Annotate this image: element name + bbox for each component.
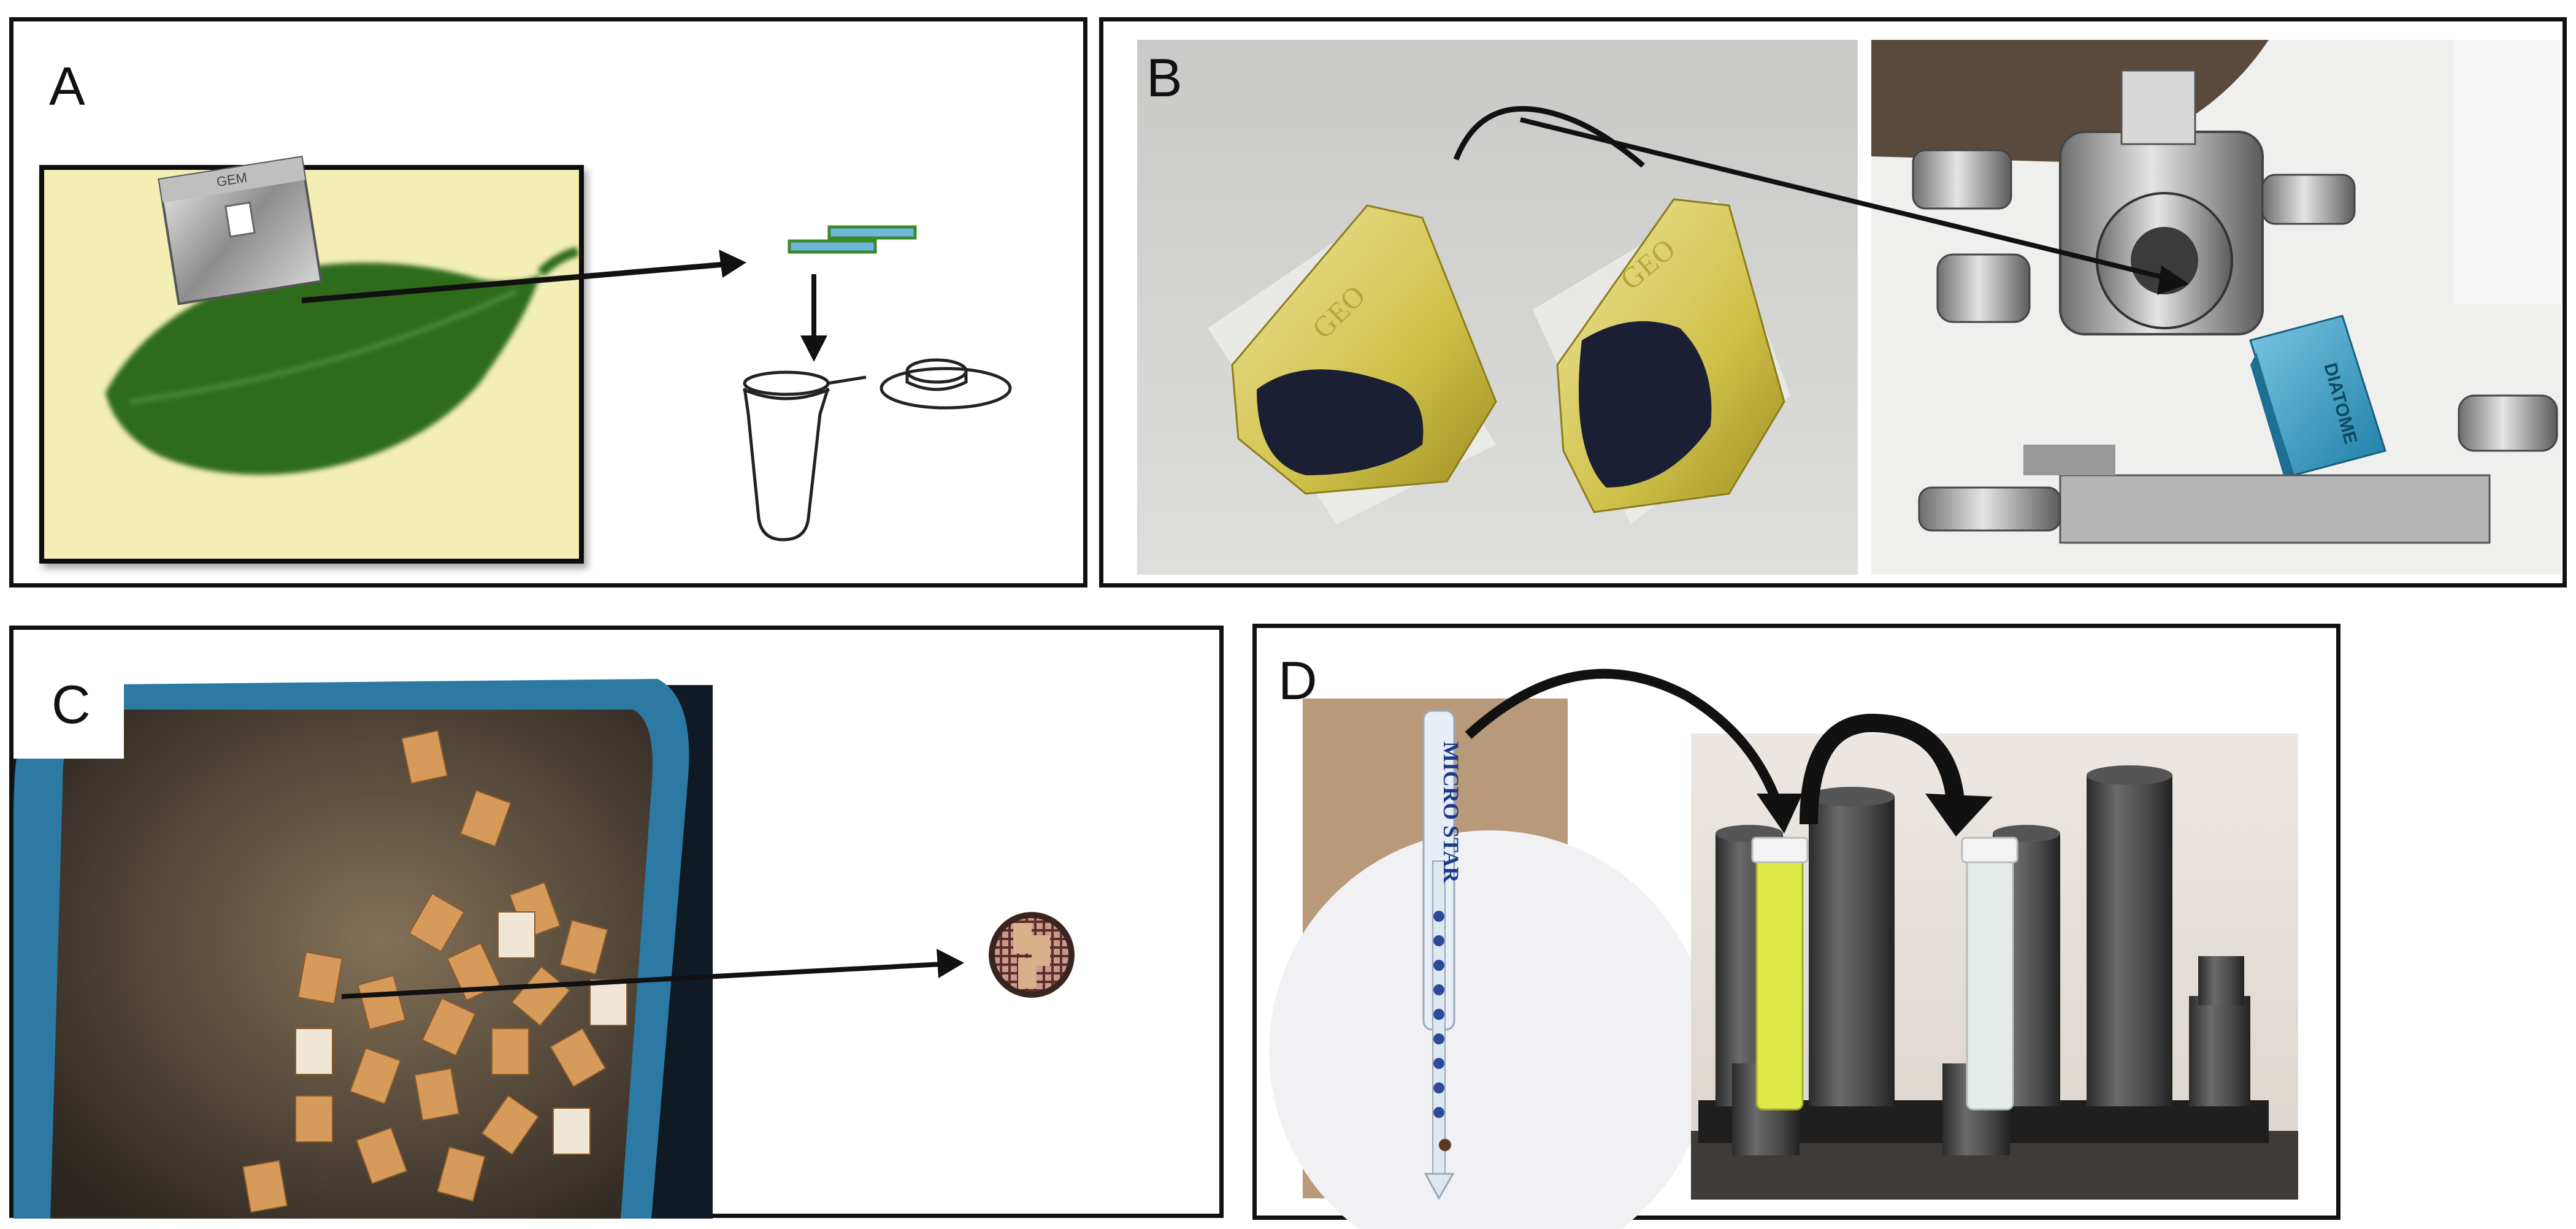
- resin-block-2: GEO: [1556, 198, 1785, 513]
- arrow-section-to-grid: [341, 962, 943, 999]
- panel-b-photos: GEO GEO DIATOME: [1137, 40, 2561, 575]
- panel-a-label: A: [49, 56, 85, 117]
- resin-block-1: GEO: [1231, 204, 1497, 495]
- panel-d: MICRO STAR D: [1252, 624, 2340, 1229]
- panel-b: GEO GEO DIATOME: [1099, 17, 2567, 588]
- sample-tubes: [1751, 837, 2018, 1111]
- panel-d-photos: MICRO STAR: [1269, 668, 2298, 1229]
- panel-a-illustration: GEM: [39, 155, 1012, 564]
- arrow-blade-to-sections: [301, 261, 726, 304]
- razor-blade: GEM: [158, 155, 323, 305]
- panel-c-label-box: [13, 673, 124, 759]
- arrow-loop-to-tube: [1465, 668, 1783, 808]
- leaf-image: [105, 247, 580, 475]
- panel-b-label: B: [1146, 47, 1183, 108]
- em-grid: [989, 912, 1075, 998]
- tissue-strip-1: [827, 225, 917, 240]
- knife-boat: DIATOME: [2249, 315, 2386, 488]
- panel-d-label: D: [1278, 650, 1317, 711]
- arrow-tube-to-tube: [1800, 713, 1965, 825]
- loop-text: MICRO STAR: [1439, 741, 1463, 883]
- microtome-chuck: [1912, 69, 2356, 335]
- panel-c: C: [9, 626, 1224, 1219]
- floating-sections: [242, 730, 627, 1213]
- panel-c-photos: [13, 679, 1075, 1219]
- tissue-strip-2: [788, 239, 877, 254]
- arrow-line-to-chuck: [1520, 117, 2171, 281]
- micro-star-loop: MICRO STAR: [1422, 710, 1463, 1201]
- eppendorf-tube: [743, 358, 1012, 542]
- panel-c-label: C: [52, 674, 91, 735]
- panel-a: A GEM: [9, 17, 1087, 588]
